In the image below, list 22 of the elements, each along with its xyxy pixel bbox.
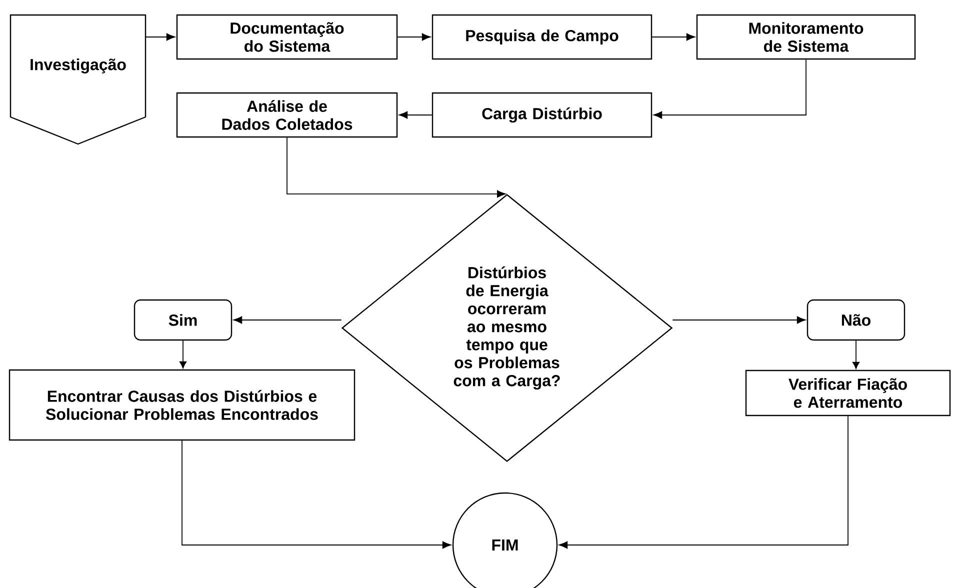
arrow [652,33,696,41]
arrow [653,59,806,119]
arrow [145,33,176,41]
answer-box: Sim [134,299,232,341]
offpage-connector: Investigação [10,14,146,145]
process-box: Verificar Fiação e Aterramento [745,370,951,416]
process-box: Análise de Dados Coletados [176,92,398,138]
process-box: Pesquisa de Campo [432,14,652,60]
process-box: Encontrar Causas dos Distúrbios e Solucionar Problemas Encontrados [8,369,356,441]
arrow [397,33,431,41]
arrow [233,316,342,324]
arrow [182,440,452,549]
arrow [558,416,848,549]
arrow [179,340,187,368]
process-box: Carga Distúrbio [432,92,652,138]
process-box: Monitoramento de Sistema [696,14,916,60]
answer-box: Não [806,299,906,341]
arrow [286,137,506,198]
arrow [852,340,860,369]
arrow [398,111,432,119]
arrow [672,316,806,324]
process-box: Documentação do Sistema [176,14,398,60]
